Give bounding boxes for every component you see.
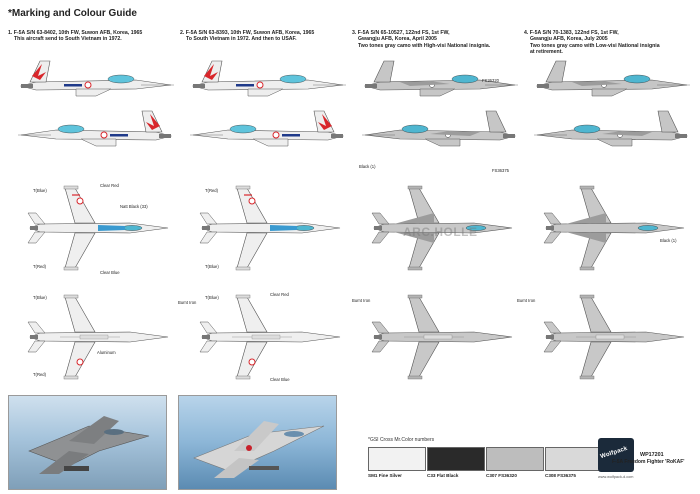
wolfpack-logo: Wolfpack [598, 438, 634, 472]
side-profile-col2-2 [190, 110, 345, 147]
swatch-color-silver [368, 447, 426, 471]
column-3-line-2: Gwangju AFB, Korea, April 2005 [358, 36, 437, 43]
callout-col2-clear-blue: Clear Blue [270, 377, 290, 382]
swatch-label-fs36320: C307 FS36320 [486, 473, 517, 478]
bottom-view-col4 [543, 294, 685, 380]
model-photo-1 [8, 395, 167, 490]
swatch-label-fs36375: C308 FS36375 [545, 473, 576, 478]
swatch-label-silver: SM1 Fine Silver [368, 473, 402, 478]
swatch-color-fs36320 [486, 447, 544, 471]
callout-t-blue: T(Blue) [33, 188, 47, 193]
callout-t-blue-bottom: T(Blue) [33, 295, 47, 300]
column-2-line-1: 2. F-5A S/N 63-8393, 10th FW, Suwon AFB,… [180, 30, 315, 36]
column-4-header: 4. F-5A S/N 70-1383, 122nd FS, 1st FW, G… [524, 30, 694, 55]
swatch-black: C33 Flat Black [427, 447, 485, 478]
callout-clear-red: Clear Red [100, 183, 119, 188]
column-4-line-1: 4. F-5A S/N 70-1383, 122nd FS, 1st FW, [524, 30, 619, 36]
column-1-header: 1. F-5A S/N 63-8402, 10th FW, Suwon AFB,… [8, 30, 178, 43]
side-profile-col4-1 [535, 60, 690, 97]
callout-aluminum: Aluminum [97, 350, 116, 355]
swatch-fs36375: C308 FS36375 [545, 447, 603, 478]
swatch-fs36320: C307 FS36320 [486, 447, 544, 478]
callout-clear-blue: Clear Blue [100, 270, 120, 275]
color-note: *GSI Cross Mr.Color numbers [368, 437, 435, 443]
column-4-line-2: Gwangju AFB, Korea, July 2005 [530, 36, 608, 43]
watermark: ARC.HOLLE [403, 225, 478, 239]
column-2-header: 2. F-5A S/N 63-8393, 10th FW, Suwon AFB,… [180, 30, 350, 43]
column-3-line-1: 3. F-5A S/N 65-10527, 122nd FS, 1st FW, [352, 30, 450, 36]
column-4-line-3: Two tones gray camo with Low-visi Nation… [530, 42, 660, 49]
callout-col3-fs36320: FS36320 [482, 78, 499, 83]
kit-number: WP17201 [640, 452, 664, 458]
callout-col2-burnt-iron: Burnt Iron [178, 300, 197, 305]
column-1-line-1: 1. F-5A S/N 63-8402, 10th FW, Suwon AFB,… [8, 30, 143, 36]
callout-col2-clear-red: Clear Red [270, 292, 289, 297]
column-4-line-4: at retirement. [530, 48, 563, 55]
bottom-view-col1 [27, 294, 169, 380]
column-3-line-3: Two tones gray camo with High-visi Natio… [358, 42, 491, 49]
side-profile-col1-1 [19, 60, 174, 97]
top-view-col3 [371, 185, 513, 271]
callout-col3-burnt-iron: Burnt Iron [352, 298, 371, 303]
callout-matt-black: Natt Black (33) [120, 204, 148, 209]
callout-t-red: T(Red) [33, 264, 47, 269]
page-title: *Marking and Colour Guide [8, 8, 137, 19]
callout-col2-t-red: T(Red) [205, 188, 219, 193]
model-photo-2 [178, 395, 337, 490]
column-2-line-2: To South Vietnam in 1972. And then to US… [186, 36, 297, 43]
swatch-color-fs36375 [545, 447, 603, 471]
callout-t-red-bottom: T(Red) [33, 372, 47, 377]
top-view-col1 [27, 185, 169, 271]
top-view-col2 [199, 185, 341, 271]
swatch-label-black: C33 Flat Black [427, 473, 459, 478]
kit-name: F-5A Freedom Fighter 'RoKAF' [612, 459, 685, 465]
side-profile-col3-2 [362, 110, 517, 147]
bottom-view-col3 [371, 294, 513, 380]
callout-col3-fs36375: FS36375 [492, 168, 509, 173]
side-profile-col1-2 [18, 110, 173, 147]
swatch-color-black [427, 447, 485, 471]
column-1-line-2: This aircraft send to South Vietnam in 1… [14, 36, 122, 43]
callout-col2-t-blue-bottom: T(Blue) [205, 295, 219, 300]
side-profile-col2-1 [191, 60, 346, 97]
top-view-col4 [543, 185, 685, 271]
callout-col3-black: Black (1) [359, 164, 376, 169]
callout-col4-burnt-iron: Burnt Iron [517, 298, 536, 303]
side-profile-col4-2 [534, 110, 689, 147]
website: www.wolfpack-d.com [598, 475, 634, 479]
side-profile-col3-1 [363, 60, 518, 97]
callout-col4-black: Black (1) [660, 238, 677, 243]
bottom-view-col2 [199, 294, 341, 380]
column-3-header: 3. F-5A S/N 65-10527, 122nd FS, 1st FW, … [352, 30, 522, 49]
swatch-silver: SM1 Fine Silver [368, 447, 426, 478]
callout-col2-t-blue: T(Blue) [205, 264, 219, 269]
